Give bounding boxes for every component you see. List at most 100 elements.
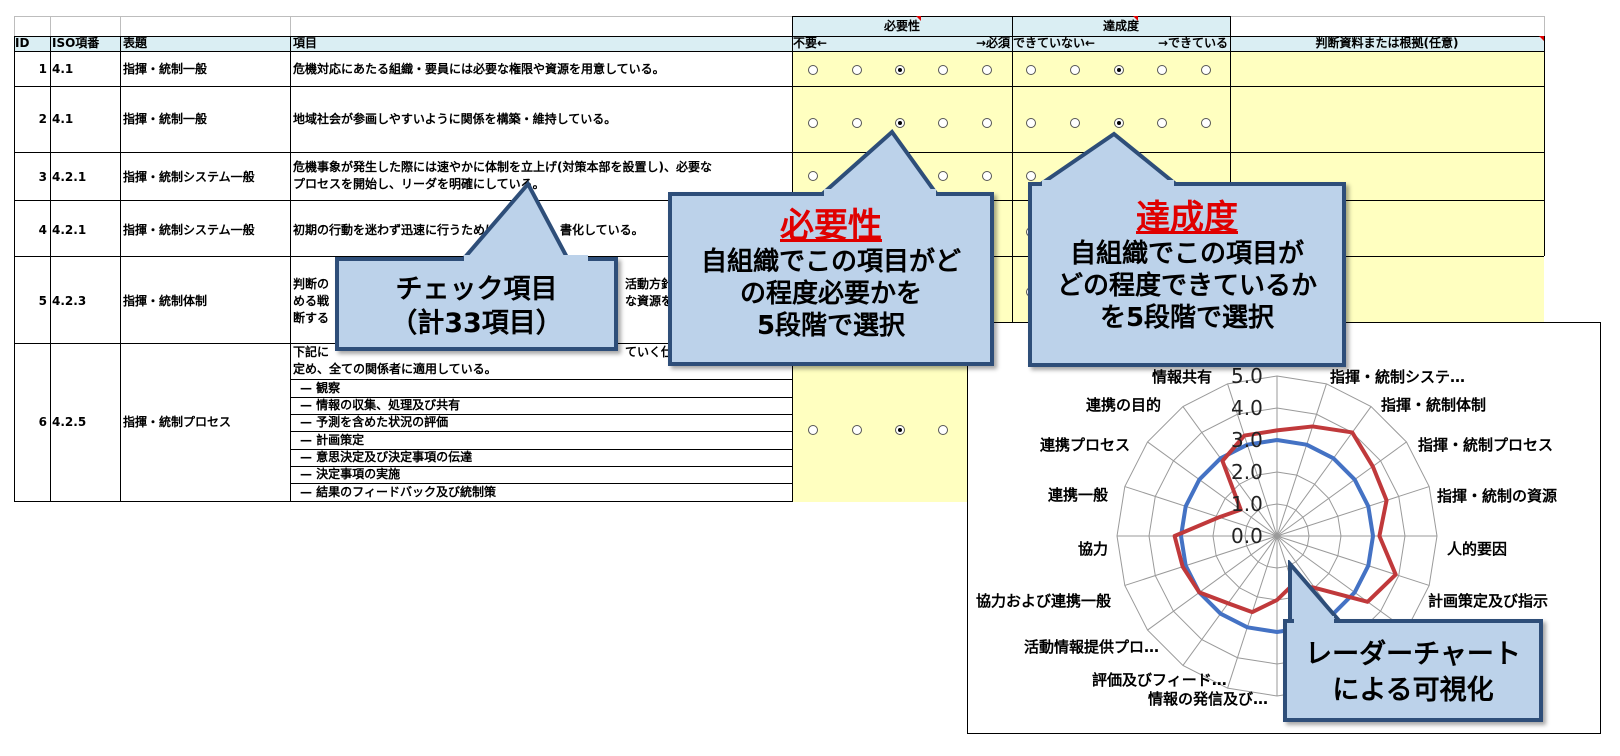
radar-spoke — [1182, 406, 1278, 537]
necessity-radio[interactable] — [982, 118, 992, 128]
callout-check-line1: チェック項目 — [395, 274, 558, 305]
necessity-radio[interactable] — [808, 425, 818, 435]
row-5-item: 判断の — [293, 277, 330, 291]
row-3-item-line2: プロセスを開始し、リーダを明確にしている。 — [293, 177, 545, 191]
radar-category-label: 指揮・統制プロセス — [1418, 436, 1554, 454]
radar-category-label: 連携一般 — [1048, 486, 1109, 504]
header-title: 表題 — [123, 36, 148, 50]
radar-spoke — [1147, 441, 1278, 537]
radar-spoke — [1124, 535, 1278, 586]
radar-spoke — [1276, 383, 1327, 537]
comment-marker[interactable] — [1539, 36, 1544, 41]
row-6-subitem: — 結果のフィードバック及び統制策 — [300, 485, 496, 499]
radar-category-label: 評価及びフィード… — [1092, 671, 1227, 689]
necessity-radio[interactable] — [808, 171, 818, 181]
row-2-title: 指揮・統制一般 — [123, 112, 208, 126]
row-1-item: 危機対応にあたる組織・要員には必要な権限や資源を用意している。 — [293, 62, 665, 76]
row-6-iso: 4.2.5 — [52, 415, 87, 429]
achievement-radio[interactable] — [1114, 65, 1124, 75]
row-6-subitem: — 観察 — [300, 381, 341, 395]
achievement-radio[interactable] — [1026, 118, 1036, 128]
header-achievement-high: →できている — [1157, 36, 1228, 50]
radar-spoke — [1276, 486, 1430, 537]
radar-tick-label: 4.0 — [1231, 396, 1263, 420]
callout-necessity-text: 自組織でこの項目がど の程度必要かを 5段階で選択 — [700, 247, 961, 341]
row-5-item-right2: な資源を — [625, 294, 674, 308]
row-1-title: 指揮・統制一般 — [123, 62, 208, 76]
necessity-radio[interactable] — [938, 425, 948, 435]
row-1-iso: 4.1 — [52, 62, 74, 76]
radar-spoke — [1182, 535, 1278, 666]
row-5-id: 5 — [38, 294, 47, 308]
necessity-radio[interactable] — [938, 65, 948, 75]
comment-marker[interactable] — [916, 16, 921, 21]
achievement-radio[interactable] — [1157, 118, 1167, 128]
radar-tick-label: 3.0 — [1231, 428, 1263, 452]
necessity-radio[interactable] — [808, 65, 818, 75]
header-achievement-group: 達成度 — [1102, 19, 1139, 33]
header-id: ID — [15, 36, 30, 50]
achievement-radio[interactable] — [1114, 118, 1124, 128]
callout-achievement: 達成度 自組織でこの項目が どの程度できているか を5段階で選択 — [1028, 182, 1346, 367]
necessity-radio[interactable] — [852, 425, 862, 435]
callout-check-tail — [460, 180, 574, 265]
necessity-radio[interactable] — [808, 118, 818, 128]
callout-necessity-tail — [820, 129, 942, 198]
radar-tick-label: 5.0 — [1231, 364, 1263, 388]
necessity-radio[interactable] — [895, 65, 905, 75]
achievement-radio[interactable] — [1026, 171, 1036, 181]
radar-category-label: 情報共有 — [1152, 368, 1213, 386]
row-4-item: 初期の行動を迷わず迅速に行うために — [293, 223, 498, 237]
achievement-radio[interactable] — [1070, 65, 1080, 75]
row-5-item-line2: める戦 — [293, 294, 330, 308]
row-4-title: 指揮・統制システム一般 — [123, 223, 255, 237]
achievement-radio[interactable] — [1201, 65, 1211, 75]
row-5-item-right1: 活動方針 — [625, 277, 674, 291]
comment-marker[interactable] — [1133, 16, 1138, 21]
necessity-radio[interactable] — [982, 171, 992, 181]
header-row-bg — [14, 36, 1544, 51]
necessity-radio[interactable] — [895, 425, 905, 435]
row-3-item: 危機事象が発生した際には速やかに体制を立上げ(対策本部を設置し)、必要な — [293, 160, 712, 174]
necessity-radio[interactable] — [852, 65, 862, 75]
radar-spoke — [1147, 535, 1278, 631]
radar-category-label: 連携の目的 — [1086, 396, 1162, 414]
header-necessity-group: 必要性 — [883, 19, 920, 33]
header-group-achievement-bg — [1012, 16, 1230, 36]
achievement-radio[interactable] — [1201, 118, 1211, 128]
callout-achievement-title: 達成度 — [1136, 198, 1238, 238]
radar-category-label: 人的要因 — [1447, 540, 1508, 558]
row-3-iso: 4.2.1 — [52, 170, 87, 184]
header-iso: ISO項番 — [52, 36, 100, 50]
row-5-item-line3: 断する — [293, 311, 330, 325]
row-6-title: 指揮・統制プロセス — [123, 415, 232, 429]
necessity-radio[interactable] — [938, 118, 948, 128]
achievement-radio[interactable] — [1070, 118, 1080, 128]
row-1-id: 1 — [38, 62, 47, 76]
row-2-item: 地域社会が参画しやすいように関係を構築・維持している。 — [293, 112, 617, 126]
header-necessity-high: →必須 — [975, 36, 1010, 50]
row-6-subitem: — 決定事項の実施 — [300, 467, 401, 481]
row-4-id: 4 — [38, 223, 47, 237]
necessity-radio[interactable] — [852, 118, 862, 128]
row-5-iso: 4.2.3 — [52, 294, 87, 308]
radar-category-label: 指揮・統制の資源 — [1437, 487, 1558, 505]
row-6-item-line2: 定め、全ての関係者に適用している。 — [293, 362, 497, 376]
necessity-radio[interactable] — [895, 118, 905, 128]
achievement-radio[interactable] — [1157, 65, 1167, 75]
achievement-radio[interactable] — [1026, 65, 1036, 75]
row-6-subitem: — 計画策定 — [300, 433, 365, 447]
necessity-radio[interactable] — [982, 65, 992, 75]
necessity-radio[interactable] — [938, 171, 948, 181]
radar-category-label: 計画策定及び指示 — [1428, 592, 1549, 610]
row-6-subitem: — 意思決定及び決定事項の伝達 — [300, 450, 473, 464]
row-6-id: 6 — [38, 415, 47, 429]
callout-radar-text: レーダーチャート による可視化 — [1305, 639, 1521, 706]
header-evidence: 判断資料または根拠(任意) — [1315, 36, 1459, 50]
header-group-necessity-bg — [792, 16, 1012, 36]
radar-series-line — [1179, 438, 1375, 634]
row-3-title: 指揮・統制システム一般 — [123, 170, 255, 184]
callout-check-line2: （計33項目） — [390, 308, 563, 339]
row-3-id: 3 — [38, 170, 47, 184]
